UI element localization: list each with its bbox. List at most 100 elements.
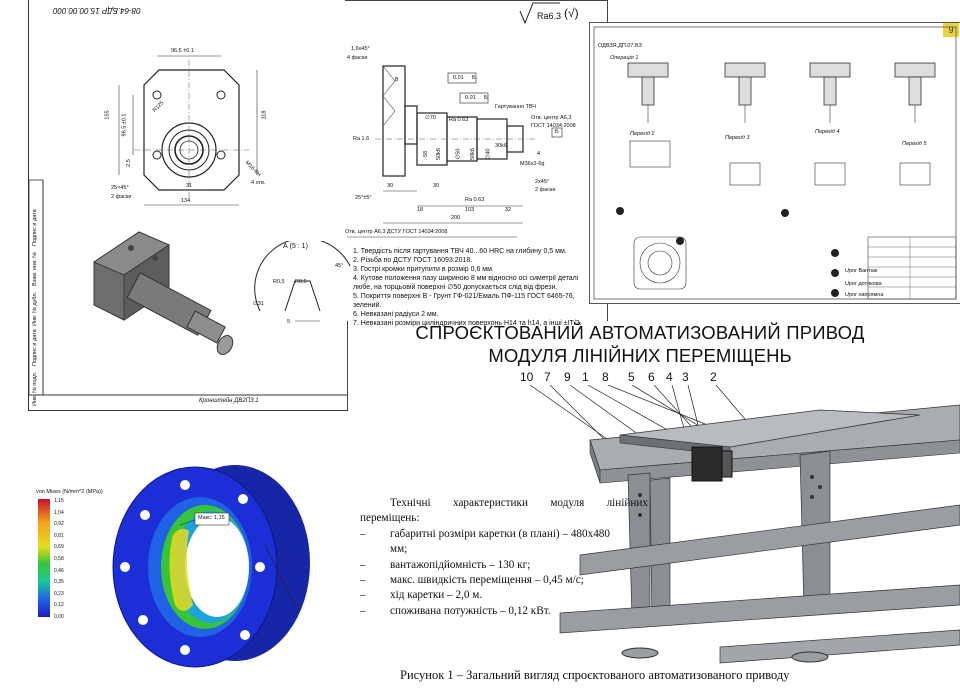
note-4: 4. Кутове положення пазу шириною 8 мм ві… xyxy=(353,275,579,282)
fea-value-9: 0,12 xyxy=(54,602,64,609)
detail-dim-3: 45° xyxy=(335,263,344,269)
dim-height-118: 118 xyxy=(261,110,268,120)
figure-caption: Рисунок 1 – Загальний вигляд спроєктован… xyxy=(400,668,790,682)
legend-3: Upor напрямна xyxy=(845,292,884,298)
page-number-badge: 9 xyxy=(943,23,959,37)
main-title-line-1: СПРОЄКТОВАНИЙ АВТОМАТИЗОВАНИЙ ПРИВОД xyxy=(415,322,865,343)
spec-item: – хід каретки – 2,0 м. xyxy=(360,588,630,603)
fea-legend-title: von Mises (N/mm^2 (MPa)) xyxy=(36,489,103,495)
spec-dash: – xyxy=(360,558,366,571)
dim-chamfer-16: 1,6х45° xyxy=(351,46,370,52)
dim-chamfer-4: 4 фаски xyxy=(347,55,368,61)
drawing-bottom-stamp: Кронштейн ДВ2ПЗ.1 xyxy=(199,398,259,404)
dim-50k6-b: 50k6 xyxy=(469,148,476,160)
drawing-bracket-sheet: 08-64.БДР 15.00.00.000 Кронштейн ДВ2ПЗ.1 xyxy=(28,0,348,411)
center-hole-label: Отв. центр А6,3 xyxy=(531,115,572,121)
fea-value-1: 1,04 xyxy=(54,509,64,516)
dim-m36: M36x2-6g xyxy=(520,161,545,167)
spec-item: –габаритні розміри каретки (в плані) – 4… xyxy=(360,527,630,558)
spec-item: – споживана потужність – 0,12 кВт. xyxy=(360,604,630,619)
roughness-label: Ra6.3 xyxy=(537,11,562,21)
drawing-shaft-sheet: Ra6.3 (√) 1,6х45° 4 фаски B 0.01 Б 0.01 … xyxy=(253,0,608,327)
spec-dash: – xyxy=(360,589,366,602)
fea-max-label: Макс: 1,15 xyxy=(198,515,225,521)
detail-a-drawing xyxy=(254,241,351,322)
tolerance-2-base: Б xyxy=(484,95,488,101)
dim-2-5: 2.5 xyxy=(125,159,132,167)
gost-label: ГОСТ 14034:2008 xyxy=(531,123,576,129)
hardening-label: Гартування ТВЧ xyxy=(495,104,536,110)
legend-2: Upor дотикова xyxy=(845,281,882,287)
note-5b: зелений. xyxy=(353,302,382,309)
dim-width-top: 96.5 ±0.1 xyxy=(171,48,194,54)
operations-drawing xyxy=(593,26,957,300)
roughness-063-a: Ra 0.63 xyxy=(449,117,469,123)
base-b: B xyxy=(395,77,399,83)
dim-18: 18 xyxy=(417,207,424,213)
callout-7: 7 xyxy=(544,370,551,384)
dim-200: 200 xyxy=(451,215,461,221)
note-7: 7. Невказані розміри циліндричних поверх… xyxy=(353,320,582,327)
dim-4: 4 xyxy=(537,151,541,157)
spec-dash: – xyxy=(360,527,366,540)
note-1: 1. Твердість після гартування ТВЧ 40...6… xyxy=(353,248,567,255)
callout-10: 10 xyxy=(520,370,534,384)
detail-dim-4: ∅31 xyxy=(253,301,264,307)
note-3: 3. Гострі кромки притупити в розмір 0,6 … xyxy=(353,266,494,273)
side-label-5: Инв. № подл. xyxy=(32,371,38,406)
technical-notes: 1. Твердість після гартування ТВЧ 40...6… xyxy=(353,247,603,328)
tolerance-2: 0.01 xyxy=(465,95,476,101)
fea-value-10: 0,00 xyxy=(54,613,64,620)
shaft-drawing xyxy=(347,2,563,238)
spec-text: хід каретки – 2,0 м. xyxy=(390,589,483,602)
note-5: 5. Покриття поверхні В - Грунт ГФ-021/Ем… xyxy=(353,293,575,300)
roughness-16: Ra 1.6 xyxy=(353,136,370,142)
fea-value-2: 0,92 xyxy=(54,521,64,528)
dim-holes: 4 отв. xyxy=(251,180,266,186)
fea-legend-bar xyxy=(38,499,50,617)
spec-item: –макс. швидкість переміщення – 0,45 м/с; xyxy=(360,573,630,588)
spec-text: вантажопідйомність – 130 кг; xyxy=(390,558,531,571)
detail-dim-2: R0,5 xyxy=(295,279,307,285)
dim-25deg: 25°±5° xyxy=(355,195,372,201)
linear-drive-model xyxy=(529,385,960,664)
dim-2-chamfers: 2 фаски xyxy=(535,187,556,193)
fea-part-render xyxy=(112,465,310,668)
dim-134: 134 xyxy=(181,198,191,204)
fea-legend-values: 1,15 1,04 0,92 0,81 0,69 0,58 0,46 0,35 … xyxy=(54,496,64,624)
callout-2: 2 xyxy=(710,370,717,384)
dim-30-b: 30 xyxy=(433,183,440,189)
fea-value-7: 0,35 xyxy=(54,579,64,586)
callout-8: 8 xyxy=(602,370,609,384)
op-label-4: Перехід 4 xyxy=(815,129,840,135)
roughness-check: (√) xyxy=(564,6,579,20)
spec-text: споживана потужність – 0,12 кВт. xyxy=(390,604,551,617)
dim-height-155: 155 xyxy=(104,110,111,120)
op-label-3: Перехід 3 xyxy=(725,135,750,141)
tolerance-1: 0.01 xyxy=(453,75,464,81)
callout-4: 4 xyxy=(666,370,673,384)
spec-item: – вантажопідйомність – 130 кг; xyxy=(360,558,630,573)
dim-58: 58 xyxy=(423,150,430,158)
note-4b: любе, на торцьовій поверхні ∅50 допускає… xyxy=(353,284,558,291)
dim-31: 31 xyxy=(186,183,193,189)
fea-value-4: 0,69 xyxy=(54,544,64,551)
callout-1: 1 xyxy=(582,370,589,384)
dim-30-a: 30 xyxy=(387,183,394,189)
legend-1: Upor Вантаж xyxy=(845,268,878,274)
dim-d40: ∅40 xyxy=(485,148,492,160)
fea-value-8: 0,23 xyxy=(54,590,64,597)
fea-value-5: 0,58 xyxy=(54,555,64,562)
specs-block: Технічні характеристики модуля лінійних … xyxy=(360,496,648,619)
callout-3: 3 xyxy=(682,370,689,384)
bracket-drawing xyxy=(29,55,347,396)
dim-d70: ∅70 xyxy=(425,115,436,121)
dim-chamfer: 25×45° xyxy=(111,185,129,191)
fea-value-3: 0,81 xyxy=(54,532,64,539)
spec-text: макс. швидкість переміщення – 0,45 м/с; xyxy=(390,574,584,587)
roughness-063-b: Ra 0.63 xyxy=(465,197,485,203)
spec-dash: – xyxy=(360,604,366,617)
gost-base: Б xyxy=(555,129,559,135)
detail-dim-1: R0,5 xyxy=(273,279,285,285)
main-title-line-2: МОДУЛЯ ЛІНІЙНИХ ПЕРЕМІЩЕНЬ xyxy=(488,345,792,366)
